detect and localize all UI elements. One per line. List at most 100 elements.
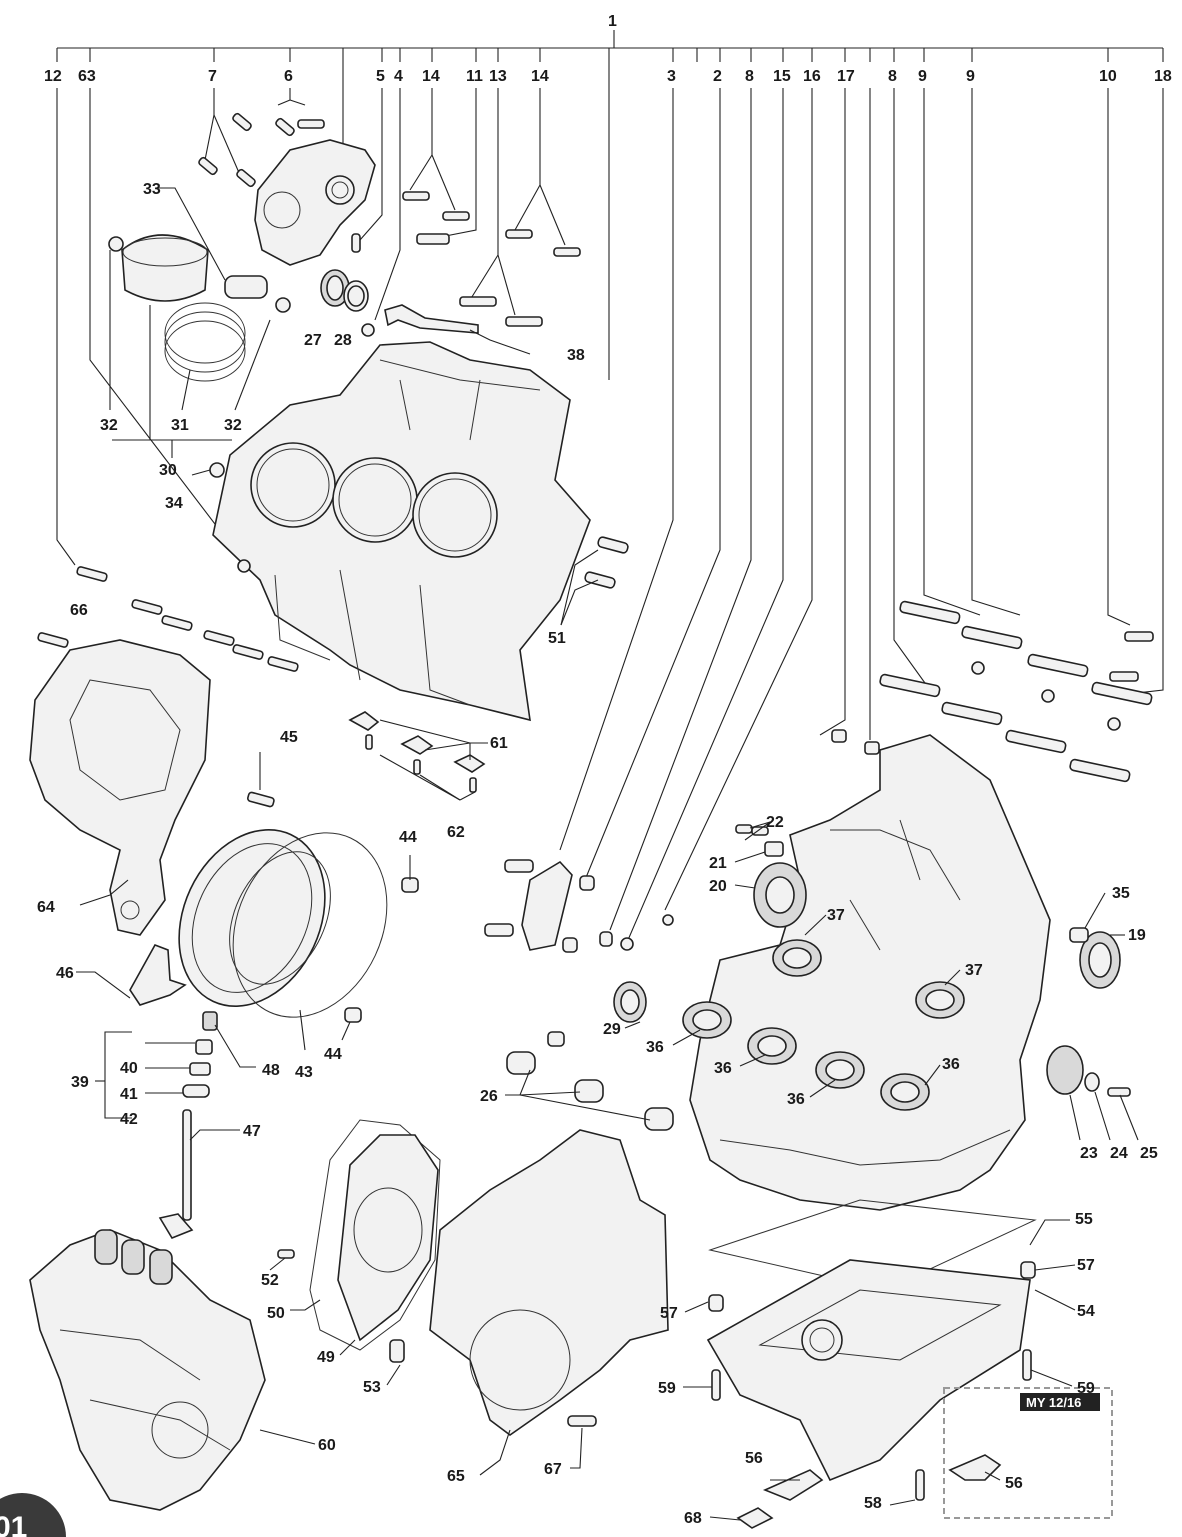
callout: 64 <box>37 899 55 916</box>
bearings-and-seals <box>613 824 1131 1097</box>
callout: 45 <box>280 729 298 746</box>
callout: 47 <box>243 1123 261 1140</box>
callout: 36 <box>942 1056 960 1073</box>
bolt-45 <box>247 791 275 808</box>
callout: 25 <box>1140 1145 1158 1162</box>
callout: 42 <box>120 1111 138 1128</box>
callout-numbers: 33 32 31 32 30 34 27 28 38 51 66 45 61 6… <box>37 181 1158 1527</box>
callout: 39 <box>71 1074 89 1091</box>
callout: 37 <box>827 907 845 924</box>
page-marker: 01 <box>0 1493 66 1537</box>
clutch-cover-64 <box>29 639 211 936</box>
clutch-housing <box>178 829 331 1007</box>
dowel-44a <box>401 877 419 893</box>
callout: 54 <box>1077 1303 1095 1320</box>
header-label: 16 <box>803 68 821 85</box>
callout: 56 <box>1005 1475 1023 1492</box>
callout: 49 <box>317 1349 335 1366</box>
callout: 61 <box>490 735 508 752</box>
callout: 24 <box>1110 1145 1128 1162</box>
piston <box>108 234 291 313</box>
callout: 27 <box>304 332 322 349</box>
callout: 40 <box>120 1060 138 1077</box>
callout: 32 <box>100 417 118 434</box>
callout: 56 <box>745 1450 763 1467</box>
main-bearings <box>682 939 965 1111</box>
callout: 22 <box>766 814 784 831</box>
clips-61-62 <box>348 711 486 793</box>
studs-51 <box>584 536 629 589</box>
callout: 38 <box>567 347 585 364</box>
callout: 53 <box>363 1379 381 1396</box>
side-bolts-66 <box>37 566 299 672</box>
callout: 21 <box>709 855 727 872</box>
callout: 28 <box>334 332 352 349</box>
callout: 62 <box>447 824 465 841</box>
header-label: 18 <box>1154 68 1172 85</box>
seals-26 <box>506 1051 674 1131</box>
callout: 57 <box>1077 1257 1095 1274</box>
callout: 57 <box>660 1305 678 1322</box>
callout: 59 <box>658 1380 676 1397</box>
header-label: 8 <box>888 68 897 85</box>
callout: 35 <box>1112 885 1130 902</box>
callout: 33 <box>143 181 161 198</box>
header-label: 63 <box>78 68 96 85</box>
callout: 52 <box>261 1272 279 1289</box>
callout: 44 <box>324 1046 342 1063</box>
header-label: 2 <box>713 68 722 85</box>
stator-cover <box>277 1119 441 1363</box>
header-label: 5 <box>376 68 385 85</box>
callout: 36 <box>646 1039 664 1056</box>
oil-filler-parts <box>158 1011 218 1239</box>
callout: 65 <box>447 1468 465 1485</box>
callout: 68 <box>684 1510 702 1527</box>
sump-fasteners <box>708 1261 1036 1501</box>
header-bracket <box>56 30 1164 380</box>
callout: 32 <box>224 417 242 434</box>
oil-sump <box>706 1199 1037 1482</box>
callout: 66 <box>70 602 88 619</box>
callout: 50 <box>267 1305 285 1322</box>
callout: 60 <box>318 1437 336 1454</box>
callout: 55 <box>1075 1211 1093 1228</box>
sump-brackets <box>736 1454 1002 1529</box>
callout: 34 <box>165 495 183 512</box>
callout: 59 <box>1077 1380 1095 1397</box>
dowel-34 <box>209 462 225 478</box>
header-label: 6 <box>284 68 293 85</box>
header-label: 12 <box>44 68 62 85</box>
callout: 36 <box>714 1060 732 1077</box>
callout: 43 <box>295 1064 313 1081</box>
callout: 67 <box>544 1461 562 1478</box>
header-label: 9 <box>966 68 975 85</box>
callout: 29 <box>603 1021 621 1038</box>
callout: 19 <box>1128 927 1146 944</box>
callout: 31 <box>171 417 189 434</box>
thermostat-housing <box>254 139 376 266</box>
dowel-44b <box>344 1007 362 1023</box>
label-top: 1 <box>608 13 617 30</box>
bearing-cap <box>484 859 634 1047</box>
callout-leaders <box>76 187 1139 1521</box>
header-label: 14 <box>422 68 440 85</box>
gasket-43 <box>232 832 388 1018</box>
assembled-engine-60 <box>29 1229 266 1511</box>
callout: 36 <box>787 1091 805 1108</box>
header-label: 13 <box>489 68 507 85</box>
callout-bracket-39 <box>95 1031 132 1119</box>
callout: 41 <box>120 1086 138 1103</box>
sprocket-cover-65 <box>429 1129 669 1436</box>
seals-27-28 <box>320 269 375 337</box>
header-label: 15 <box>773 68 791 85</box>
model-year-badge: MY 12/16 <box>1026 1395 1081 1410</box>
crankcase-through-bolts <box>831 600 1154 783</box>
small-bolts <box>198 112 581 327</box>
header-label: 11 <box>466 68 483 85</box>
callout: 44 <box>399 829 417 846</box>
callout: 51 <box>548 630 566 647</box>
callout: 46 <box>56 965 74 982</box>
header-label: 14 <box>531 68 549 85</box>
callout: 58 <box>864 1495 882 1512</box>
